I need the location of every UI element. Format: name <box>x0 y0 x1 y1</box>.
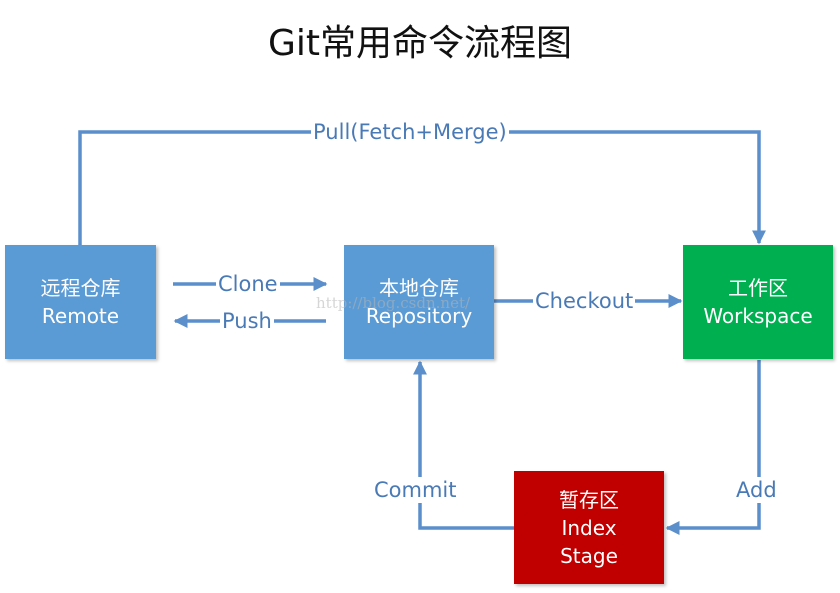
remote-repository-box: 远程仓库 Remote <box>5 245 156 359</box>
remote-title-en: Remote <box>41 304 120 328</box>
commit-label: Commit <box>372 477 459 503</box>
add-arrow <box>665 360 761 535</box>
stage-title-zh: 暂存区 <box>559 487 619 512</box>
staging-area-box: 暂存区 Index Stage <box>514 471 664 584</box>
workspace-title-zh: 工作区 <box>728 276 788 300</box>
clone-label: Clone <box>216 271 280 297</box>
pull-label: Pull(Fetch+Merge) <box>311 119 509 145</box>
checkout-label: Checkout <box>533 288 636 314</box>
blog-watermark: http://blog.csdn.net/ <box>316 294 471 312</box>
local-repository-box: 本地仓库 Repository <box>344 245 494 359</box>
local-title-zh: 本地仓库 <box>379 276 459 300</box>
workspace-box: 工作区 Workspace <box>683 245 833 359</box>
diagram-title: Git常用命令流程图 <box>267 23 572 64</box>
stage-title-index: Index <box>561 515 617 540</box>
local-title-en: Repository <box>365 304 473 328</box>
stage-title-stage: Stage <box>560 543 618 568</box>
pull-arrow <box>78 130 766 245</box>
push-label: Push <box>220 308 274 334</box>
remote-title-zh: 远程仓库 <box>40 276 121 300</box>
workspace-title-en: Workspace <box>703 304 813 328</box>
commit-arrow <box>413 360 514 530</box>
add-label: Add <box>734 477 779 503</box>
